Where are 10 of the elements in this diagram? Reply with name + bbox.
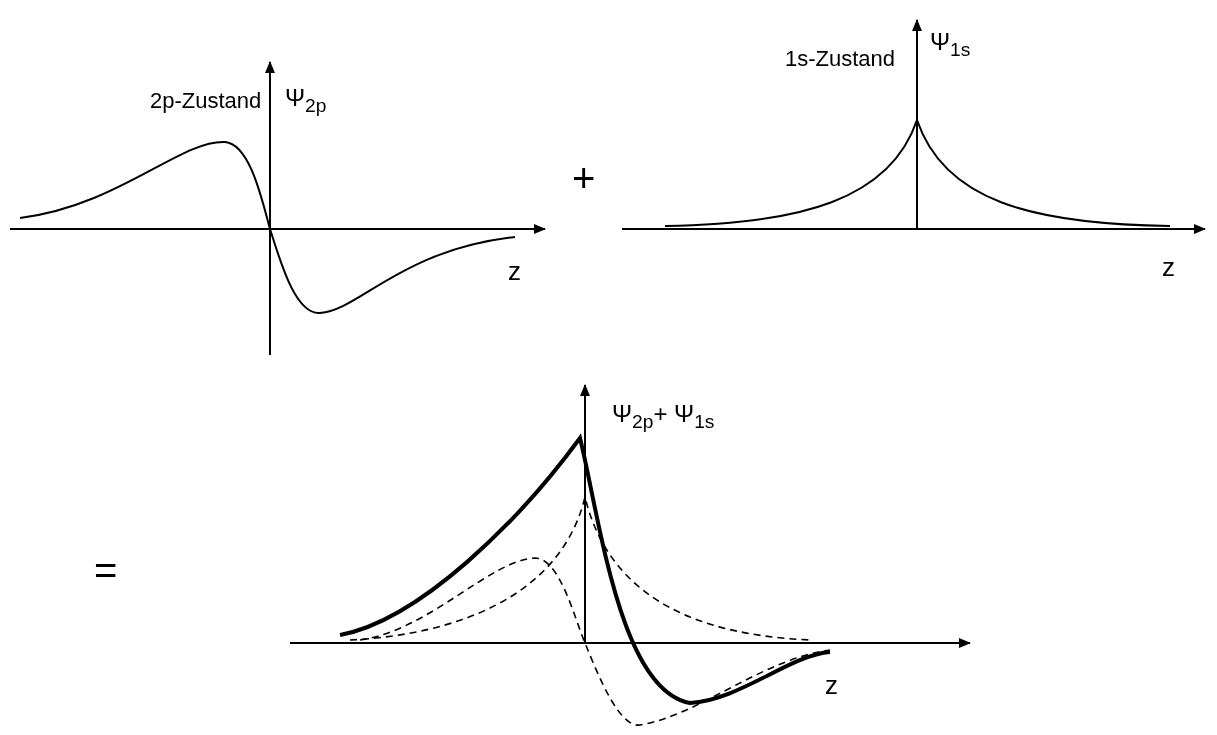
state-label: 1s-Zustand (785, 48, 896, 70)
operator-sign: + (572, 158, 596, 198)
axis-label: Ψ$_{2p}$+ Ψ$_{1s}$ (612, 402, 715, 431)
axis-label: z (1162, 254, 1175, 280)
operator-sign: = (94, 550, 118, 590)
axis-label: z (825, 672, 838, 698)
axis-label: Ψ$_{1s}$ (930, 30, 971, 59)
state-label: 2p-Zustand (150, 90, 262, 112)
axis-label: Ψ$_{2p}$ (285, 86, 327, 115)
axis-label: z (508, 258, 521, 284)
